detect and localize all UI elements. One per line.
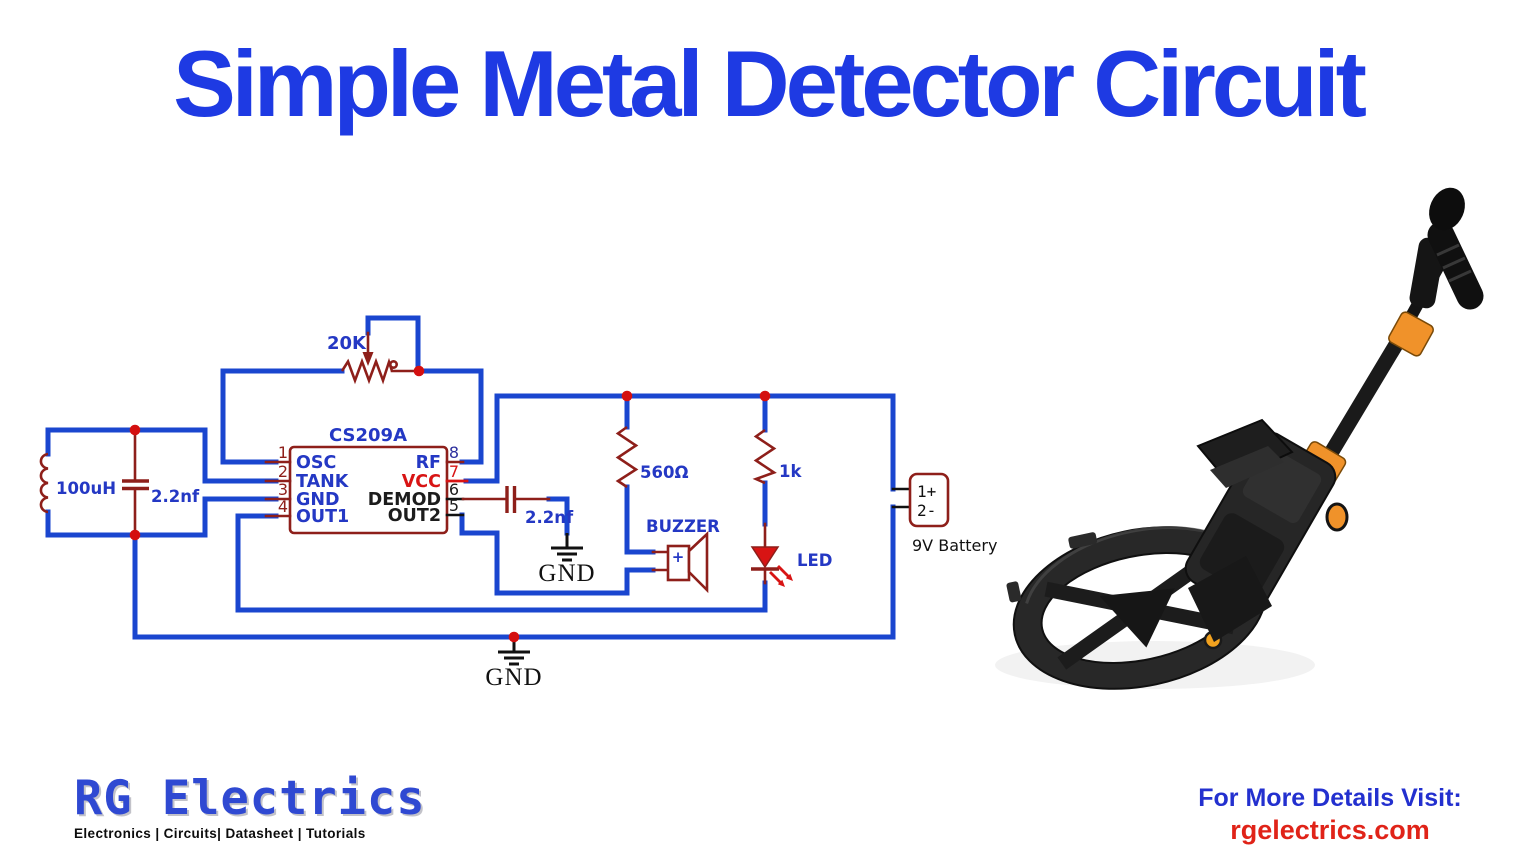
ic-cs209a (264, 445, 469, 535)
junction-dot (129, 424, 141, 436)
pot-terminal-circle (388, 359, 398, 369)
wire-demodcap-to-gnd (546, 496, 570, 536)
wire-vcc-rail (463, 393, 896, 492)
pin-label-out2: OUT2 (388, 506, 441, 526)
led-label: LED (797, 551, 832, 570)
coil-bracket (1188, 556, 1272, 642)
visit-prompt: For More Details Visit: (1198, 784, 1462, 812)
resistor-1k-label: 1k (779, 462, 802, 481)
logo-block: RG Electrics Electronics | Circuits| Dat… (74, 771, 426, 842)
pin-label-gnd: GND (296, 490, 340, 510)
gnd2-bars (498, 650, 530, 666)
pot-zigzag (340, 357, 394, 385)
pin-num-5: 5 (449, 496, 459, 515)
pot-label: 20K (327, 333, 367, 354)
junction-dot (129, 529, 141, 541)
coil-tab (1068, 532, 1098, 549)
pin-label-vcc: VCC (402, 472, 441, 492)
battery-body (908, 472, 950, 528)
buzzer-plus-label: + (672, 548, 685, 566)
pin-num-2: 2 (278, 462, 288, 481)
visit-block: For More Details Visit: rgelectrics.com (1150, 784, 1510, 846)
resistor-560-zigzag (615, 425, 639, 489)
junction-dot (413, 365, 425, 377)
pin-num-6: 6 (449, 480, 459, 499)
wire-tank-to-pin2 (202, 427, 279, 484)
inductor-coil (39, 452, 49, 514)
pin-label-out1: OUT1 (296, 507, 349, 527)
junction-dot (759, 390, 771, 402)
grip-ridge (1442, 256, 1466, 270)
led-arrow-1-head (777, 579, 785, 587)
metal-detector-photo (995, 187, 1484, 690)
pin-label-osc: OSC (296, 453, 336, 473)
coil-tab (1006, 581, 1022, 603)
pin-num-3: 3 (278, 480, 288, 499)
pin-num-1: 1 (278, 443, 288, 462)
wire-pot-wiper-loop (365, 315, 421, 369)
inductor (39, 452, 49, 514)
logo-title: RG Electrics (74, 771, 426, 826)
inductor-label: 100uH (56, 479, 116, 498)
gnd-demod-label: GND (538, 560, 595, 587)
pot-wiper-arrowhead (362, 352, 374, 366)
gnd-main-label: GND (485, 664, 542, 691)
wire-560-to-buzzer (624, 484, 656, 555)
led (750, 522, 793, 587)
pin-label-demod: DEMOD (368, 490, 441, 510)
handle-knob (1429, 187, 1465, 231)
pin-num-8: 8 (449, 443, 459, 462)
battery-neg-label: 2- (917, 501, 936, 520)
pin-label-tank: TANK (296, 472, 350, 492)
buzzer (651, 530, 709, 594)
grip-ridge (1436, 243, 1460, 257)
potentiometer (340, 331, 421, 385)
handle-grip (1427, 221, 1484, 310)
grip-ridge (1448, 269, 1472, 283)
battery-name-label: 9V Battery (912, 536, 997, 555)
junction-dot (621, 390, 633, 402)
buzzer-label: BUZZER (646, 517, 720, 536)
junction-dots (129, 365, 771, 643)
demod-cap-label: 2.2nf (525, 508, 574, 527)
wire-pin3-to-tank (202, 496, 279, 538)
led-arrow-2-head (785, 573, 793, 581)
resistor-560-label: 560Ω (640, 463, 688, 482)
ic-name-label: CS209A (329, 425, 407, 446)
resistor-1k-zigzag (752, 428, 777, 485)
pin-num-4: 4 (278, 497, 288, 516)
battery (891, 472, 950, 528)
tank-capacitor (122, 428, 149, 537)
logo-tagline: Electronics | Circuits| Datasheet | Tuto… (74, 826, 366, 842)
tank-cap-label: 2.2nf (151, 487, 200, 506)
coil-hub (1099, 588, 1175, 648)
demod-capacitor (461, 486, 551, 513)
battery-lid-inner (1210, 446, 1284, 488)
led-triangle (750, 546, 780, 569)
led-arrow-2-shaft (777, 565, 791, 579)
pin-num-7: 7 (449, 462, 459, 481)
pin-label-rf: RF (416, 453, 441, 473)
ic-body (288, 445, 449, 535)
junction-dot (508, 631, 520, 643)
shaft-lower (1314, 330, 1408, 476)
control-knob-orange (1325, 502, 1349, 532)
schematic-labels: 100uH 2.2nf 20K CS209A OSC TANK GND OUT1… (56, 333, 997, 691)
page-title: Simple Metal Detector Circuit (173, 31, 1367, 136)
battery-pos-label: 1+ (917, 482, 936, 501)
gnd1-bars (551, 546, 583, 562)
wire-out1-rail (235, 513, 768, 613)
wires (45, 315, 896, 640)
ic-left-pin-leads (264, 460, 292, 518)
wire-out2-to-buzzer (459, 512, 656, 596)
buzzer-cone (687, 530, 709, 594)
wire-pot-to-rf (416, 368, 484, 465)
shaft-collar-upper (1388, 311, 1434, 357)
ground-symbol-demod (551, 533, 583, 562)
led-arrow-1-shaft (769, 571, 783, 585)
visit-url[interactable]: rgelectrics.com (1230, 815, 1430, 845)
wire-osc-to-pot (220, 368, 345, 465)
